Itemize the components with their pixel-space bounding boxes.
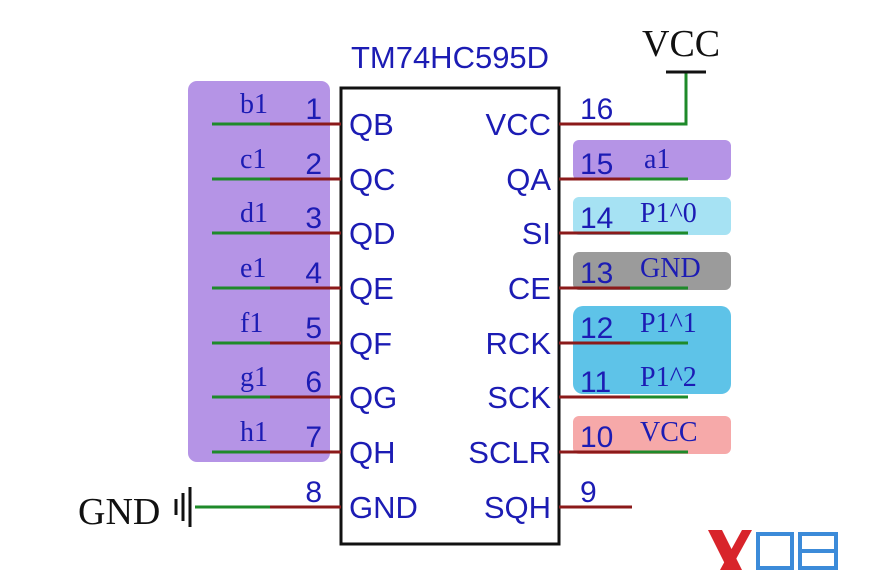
pin-number: 4: [305, 257, 322, 290]
chip-body: [339, 86, 561, 546]
net-label: GND: [640, 253, 701, 284]
pin-number: 15: [580, 148, 613, 181]
pin-name: CE: [508, 271, 551, 306]
pin-number: 2: [305, 148, 322, 181]
pin-name: QA: [506, 162, 551, 197]
pin-number: 6: [305, 366, 322, 399]
watermark: 知乎 @小马爱上芯片: [587, 534, 783, 558]
pin-number: 12: [580, 312, 613, 345]
right-net-labels: a1 P1^0 GND P1^1 P1^2 VCC: [640, 144, 701, 448]
pin-name: GND: [349, 490, 418, 525]
pin-number: 7: [305, 421, 322, 454]
net-label: f1: [240, 308, 263, 339]
net-label: b1: [240, 89, 268, 120]
pin-number: 9: [580, 476, 597, 509]
pin-name: SI: [522, 216, 551, 251]
net-label: a1: [644, 144, 670, 175]
net-label: c1: [240, 144, 266, 175]
watermark-text: 知乎 @小马爱上芯片: [587, 534, 783, 558]
vcc-sclr-highlight: [573, 416, 731, 454]
pin-name: QD: [349, 216, 396, 251]
a1-highlight: [573, 140, 731, 180]
net-label: P1^1: [640, 308, 697, 339]
pin-number: 14: [580, 202, 613, 235]
gnd-symbol-icon: [174, 487, 192, 527]
net-label: d1: [240, 198, 268, 229]
pin-name: VCC: [486, 107, 551, 142]
net-label: P1^0: [640, 198, 697, 229]
pin-number: 3: [305, 202, 322, 235]
p11-p12-highlight: [573, 306, 731, 394]
pin-number: 13: [580, 257, 613, 290]
pin-number: 16: [580, 93, 613, 126]
right-pin-names: VCC QA SI CE RCK SCK SCLR SQH: [468, 107, 551, 525]
pin-number: 10: [580, 421, 613, 454]
left-pin-names: QB QC QD QE QF QG QH GND: [349, 107, 418, 525]
watermark-logo-icon: [708, 530, 838, 570]
net-label: g1: [240, 362, 268, 393]
pin-name: QE: [349, 271, 394, 306]
pin-name: QB: [349, 107, 394, 142]
left-pin-lines: [195, 122, 341, 509]
pin-name: QG: [349, 380, 397, 415]
pin-number: 1: [305, 93, 322, 126]
pin-name: QC: [349, 162, 396, 197]
net-label: e1: [240, 253, 266, 284]
pin-name: SCLR: [468, 435, 551, 470]
pin-number: 8: [305, 476, 322, 509]
net-label: VCC: [640, 417, 698, 448]
vcc-label: VCC: [642, 23, 720, 65]
gnd-ce-highlight: [573, 252, 731, 290]
left-net-labels: b1 c1 d1 e1 f1 g1 h1: [240, 89, 268, 448]
pin-number: 11: [580, 366, 611, 399]
chip-name: TM74HC595D: [351, 40, 549, 75]
left-pin-numbers: 1 2 3 4 5 6 7 8: [305, 93, 322, 509]
pin-name: RCK: [486, 326, 552, 361]
pin-number: 5: [305, 312, 322, 345]
pin-name: QH: [349, 435, 396, 470]
left-outputs-highlight: [188, 81, 330, 462]
gnd-label: GND: [78, 491, 160, 533]
right-pin-lines: [559, 72, 688, 509]
pin-name: SQH: [484, 490, 551, 525]
p10-highlight: [573, 197, 731, 235]
pin-name: QF: [349, 326, 392, 361]
net-label: P1^2: [640, 362, 697, 393]
pin-name: SCK: [487, 380, 551, 415]
net-label: h1: [240, 417, 268, 448]
right-pin-numbers: 16 15 14 13 12 11 10 9: [580, 93, 613, 509]
